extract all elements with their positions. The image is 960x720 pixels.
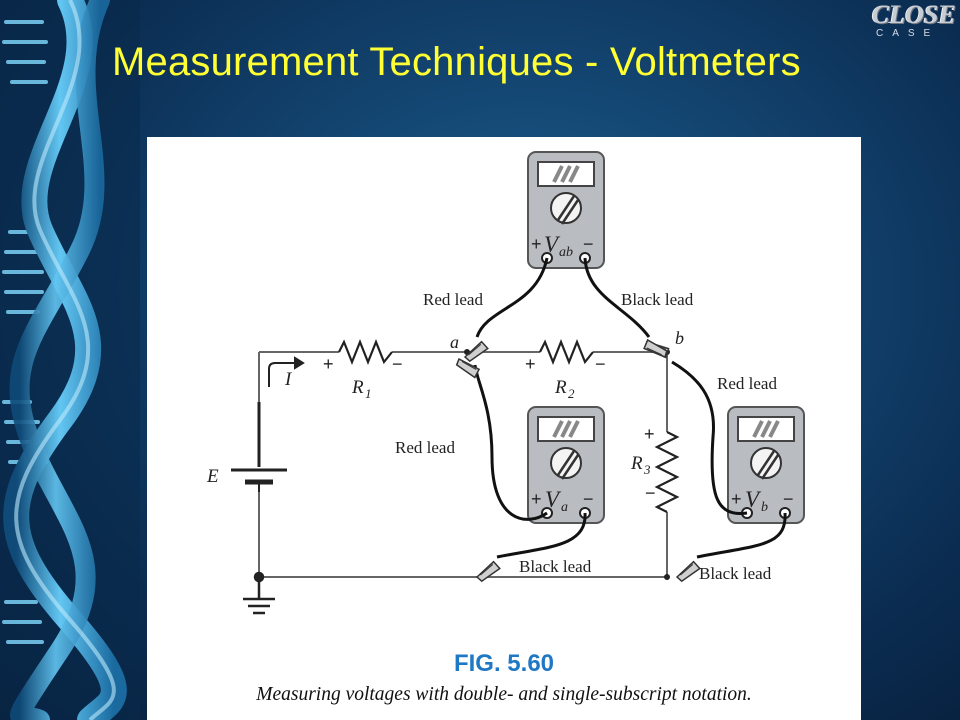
node-b-label: b [675, 328, 684, 348]
lead-label-vb-black: Black lead [699, 564, 772, 583]
r2-minus-sign: − [595, 354, 606, 374]
r2-label: R [554, 377, 567, 398]
resistor-r2 [539, 339, 594, 365]
vab-plus-sign: + [531, 234, 542, 254]
r2-subscript: 2 [568, 386, 575, 401]
node-a-label: a [450, 332, 459, 352]
figure-number: FIG. 5.60 [453, 650, 555, 677]
figure-caption: Measuring voltages with double- and sing… [256, 684, 752, 705]
lead-label-vab-black: Black lead [621, 290, 694, 309]
vb-minus-sign: − [783, 489, 794, 509]
figure-panel: + V ab − + V a − + V b − Red lead Black … [147, 137, 861, 720]
va-symbol: V [545, 487, 562, 512]
resistor-r3 [654, 431, 680, 513]
vab-minus-sign: − [583, 234, 594, 254]
vab-symbol: V [544, 232, 561, 257]
r1-minus-sign: − [392, 354, 403, 374]
current-label: I [284, 369, 293, 390]
dna-helix-decoration [0, 0, 140, 720]
source-label: E [206, 466, 219, 487]
vb-plus-sign: + [731, 489, 742, 509]
r1-plus-sign: + [323, 354, 334, 374]
logo-sub-text: CASE [876, 28, 940, 39]
va-plus-sign: + [531, 489, 542, 509]
vb-symbol: V [745, 487, 762, 512]
vab-subscript: ab [559, 245, 573, 260]
vb-subscript: b [761, 500, 768, 515]
battery-e [231, 402, 287, 492]
r1-subscript: 1 [365, 386, 372, 401]
current-arrow [268, 356, 305, 387]
lead-label-va-red: Red lead [395, 438, 455, 457]
close-case-logo: CLOSE CASE [868, 0, 958, 44]
r3-minus-sign: − [645, 483, 656, 503]
r1-label: R [351, 377, 364, 398]
lead-label-vb-red: Red lead [717, 374, 777, 393]
va-subscript: a [561, 500, 568, 515]
circuit-wires [258, 351, 668, 578]
r3-subscript: 3 [643, 462, 651, 477]
lead-label-vab-red: Red lead [423, 290, 483, 309]
lead-label-va-black: Black lead [519, 557, 592, 576]
logo-main-text: CLOSE [872, 0, 956, 29]
ground-symbol [243, 571, 275, 615]
circuit-diagram: + V ab − + V a − + V b − Red lead Black … [206, 150, 806, 615]
r3-plus-sign: + [644, 424, 655, 444]
va-minus-sign: − [583, 489, 594, 509]
slide-title: Measurement Techniques - Voltmeters [112, 40, 801, 84]
r3-label: R [630, 453, 643, 474]
resistor-r1 [338, 339, 393, 365]
r2-plus-sign: + [525, 354, 536, 374]
test-leads [473, 257, 787, 559]
